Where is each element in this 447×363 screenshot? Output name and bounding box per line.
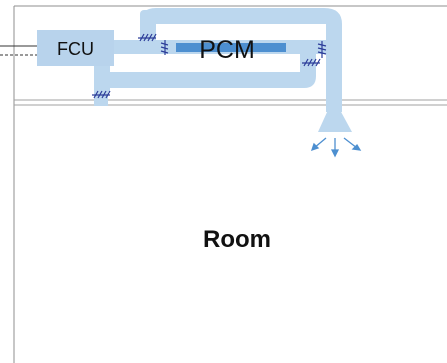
diffuser [318, 110, 352, 132]
ductwork [94, 8, 352, 132]
fcu-label: FCU [57, 39, 94, 59]
diffuser-riser [326, 24, 342, 112]
supply-air-arrows [310, 137, 362, 158]
damper-return [302, 58, 321, 67]
return-duct-loop [108, 54, 316, 88]
damper-bypass [138, 33, 157, 42]
room-label: Room [203, 226, 271, 253]
pcm-bar [176, 43, 286, 52]
return-riser [94, 62, 110, 92]
damper-fcu-return [92, 90, 111, 99]
arrow-down [330, 138, 340, 158]
arrow-left [310, 137, 327, 152]
fcu-unit [37, 30, 114, 66]
building-outline [0, 5, 447, 363]
dampers [92, 33, 327, 99]
damper-diffuser [317, 41, 327, 58]
bypass-top-duct [140, 8, 342, 34]
arrow-right [343, 137, 362, 151]
damper-pcm-inlet [160, 40, 169, 55]
pcm-label: PCM [199, 36, 255, 64]
